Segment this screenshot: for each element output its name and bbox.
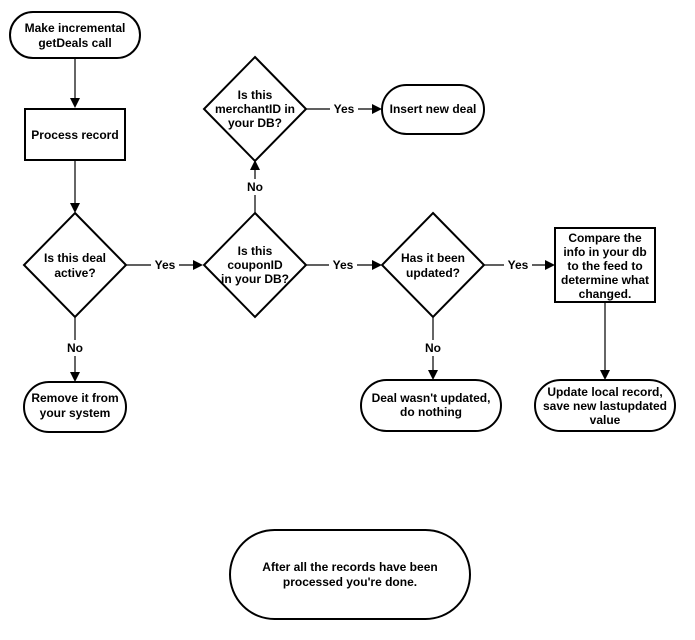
node-merchant: Is this merchantID in your DB? [202,55,308,163]
node-nothing-line-0: Deal wasn't updated, [372,391,491,405]
node-coupon-line-0: Is this [238,244,273,258]
node-local: Update local record, save new lastupdate… [534,379,676,432]
node-start-line-0: Make incremental [25,21,126,35]
node-compare: Compare the info in your db to the feed … [554,227,656,303]
node-coupon-line-2: in your DB? [221,272,289,286]
edge-label-coupon-no: No [247,180,263,194]
node-active: Is this deal active? [22,211,128,319]
node-active-line-1: active? [54,266,95,280]
node-nothing-line-1: do nothing [400,405,462,419]
node-compare-line-3: determine what [561,273,649,287]
node-insert: Insert new deal [381,84,485,135]
node-compare-line-1: info in your db [563,245,646,259]
node-local-line-0: Update local record, [547,385,662,399]
node-insert-line-0: Insert new deal [390,102,477,116]
node-coupon-line-1: couponID [227,258,283,272]
edge-label-updated-no: No [425,341,441,355]
node-compare-line-2: to the feed to [567,259,642,273]
node-start: Make incremental getDeals call [9,11,141,59]
node-remove-line-1: your system [40,406,111,420]
edge-label-merchant-yes: Yes [334,102,355,116]
node-active-line-0: Is this deal [44,251,106,265]
edge-label-coupon-yes: Yes [333,258,354,272]
node-updated-line-0: Has it been [401,251,465,265]
node-nothing: Deal wasn't updated, do nothing [360,379,502,432]
edge-label-active-yes: Yes [155,258,176,272]
node-done: After all the records have been processe… [229,529,471,620]
edge-labels-layer: No Yes No Yes Yes No Yes [64,101,532,356]
edge-label-updated-yes: Yes [508,258,529,272]
node-merchant-line-2: your DB? [228,116,282,130]
node-merchant-line-0: Is this [238,88,273,102]
node-merchant-line-1: merchantID in [215,102,295,116]
node-coupon: Is this couponID in your DB? [202,211,308,319]
node-updated: Has it been updated? [380,211,486,319]
node-done-line-1: processed you're done. [283,575,417,589]
node-updated-line-1: updated? [406,266,460,280]
node-local-line-2: value [590,413,621,427]
node-start-line-1: getDeals call [38,36,111,50]
nodes-layer: Make incremental getDeals call Process r… [9,11,676,620]
node-remove: Remove it from your system [23,381,127,433]
node-compare-line-4: changed. [579,287,632,301]
node-done-line-0: After all the records have been [262,560,437,574]
node-compare-line-0: Compare the [568,231,642,245]
node-remove-line-0: Remove it from [31,391,118,405]
node-local-line-1: save new lastupdated [543,399,667,413]
edge-label-active-no: No [67,341,83,355]
node-process: Process record [24,108,126,161]
node-process-line-0: Process record [31,128,118,142]
